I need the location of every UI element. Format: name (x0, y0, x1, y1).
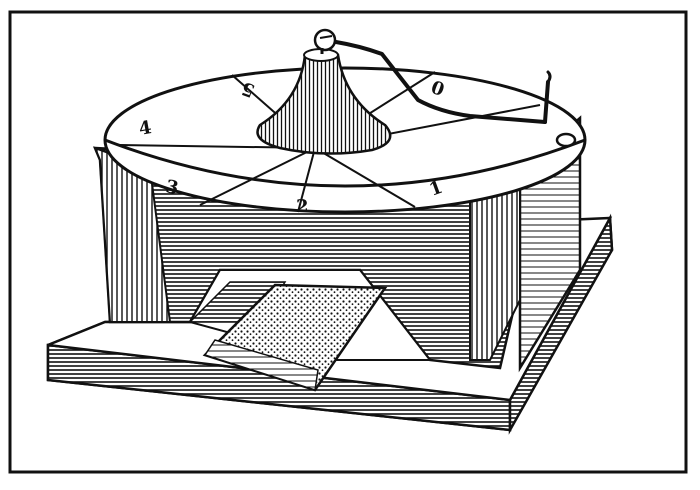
dial-number-3: 3 (164, 176, 180, 199)
slide-opening (188, 269, 433, 392)
crank-pin (555, 132, 577, 148)
crank-handle (334, 40, 552, 124)
bell-icon (256, 28, 392, 155)
frame-border (8, 10, 688, 474)
dial-number-4: 4 (137, 117, 153, 140)
dial-number-2: 2 (296, 196, 309, 217)
